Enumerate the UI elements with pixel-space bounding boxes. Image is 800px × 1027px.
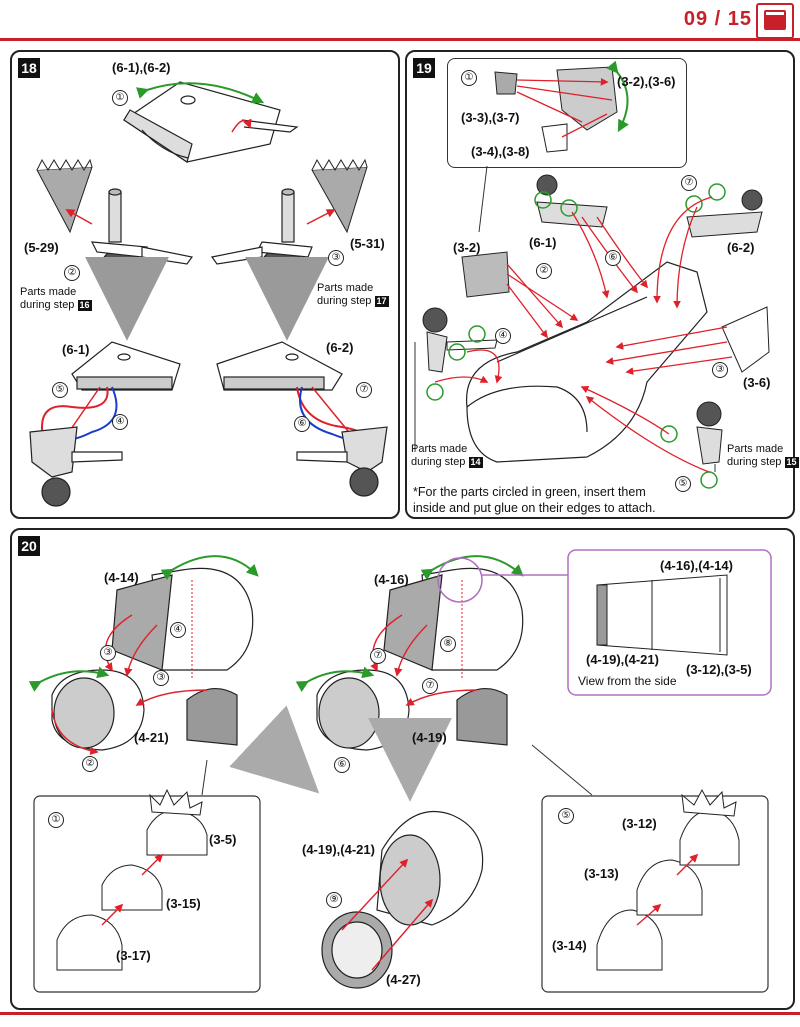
label-6-1-6-2: (6-1),(6-2) xyxy=(112,60,171,75)
nacelle-center-assembly xyxy=(321,811,484,989)
landing-gear-left xyxy=(90,188,194,293)
label-4-14: (4-14) xyxy=(104,570,139,585)
label-4-16: (4-16) xyxy=(374,572,409,587)
substep-6: ⑥ xyxy=(334,757,350,773)
fuselage xyxy=(466,261,708,463)
label-3-14: (3-14) xyxy=(552,938,587,953)
step-number: 20 xyxy=(18,536,40,556)
dome-stack-right xyxy=(596,788,740,971)
label-6-1: (6-1) xyxy=(529,235,557,250)
substep-4: ④ xyxy=(495,328,511,344)
fan-part-left xyxy=(36,158,93,234)
side-label-bottom-left: (4-19),(4-21) xyxy=(586,652,659,667)
side-view-shape xyxy=(596,574,728,656)
box5-number: ⑤ xyxy=(558,808,574,824)
label-3-2-3-6: (3-2),(3-6) xyxy=(617,74,676,89)
footer-rule xyxy=(0,1012,800,1015)
substep-7b: ⑦ xyxy=(422,678,438,694)
side-label-top: (4-16),(4-14) xyxy=(660,558,733,573)
parts-made-left: Parts made during step 14 xyxy=(411,443,483,468)
nacelle-middle xyxy=(316,567,524,751)
label-3-2: (3-2) xyxy=(453,240,481,255)
gear-6-2 xyxy=(686,189,763,238)
step-19-illustration xyxy=(414,60,770,489)
side-label-bottom-right: (3-12),(3-5) xyxy=(686,662,752,677)
parts-made-right: Parts made during step 15 xyxy=(727,443,799,468)
step-19-panel: 19 xyxy=(405,50,799,519)
label-3-13: (3-13) xyxy=(584,866,619,881)
label-3-12: (3-12) xyxy=(622,816,657,831)
substep-3a: ③ xyxy=(100,645,116,661)
parts-made-left: Parts made during step 16 xyxy=(20,286,92,311)
substep-2: ② xyxy=(64,265,80,281)
green-circle-note: *For the parts circled in green, insert … xyxy=(413,485,656,515)
nacelle-left xyxy=(51,567,254,751)
gear-left-lower xyxy=(422,307,498,373)
wing-part-lower-left xyxy=(71,341,181,391)
step-20-illustration xyxy=(28,549,772,993)
substep-2: ② xyxy=(536,263,552,279)
substep-4: ④ xyxy=(170,622,186,638)
label-3-3-3-7: (3-3),(3-7) xyxy=(461,110,520,125)
substep-5: ⑤ xyxy=(675,476,691,492)
page-number: 09 / 15 xyxy=(683,8,752,30)
step-18-panel: 18 xyxy=(10,50,400,519)
substep-3b: ③ xyxy=(153,670,169,686)
gear-right-lower xyxy=(696,401,723,465)
header-rule xyxy=(0,38,800,41)
substep-4: ④ xyxy=(112,414,128,430)
dome-stack-left xyxy=(56,788,208,971)
label-4-19: (4-19) xyxy=(412,730,447,745)
substep-5: ⑤ xyxy=(52,382,68,398)
document-icon xyxy=(756,3,794,39)
box1-number: ① xyxy=(48,812,64,828)
label-3-4-3-8: (3-4),(3-8) xyxy=(471,144,530,159)
substep-1: ① xyxy=(112,90,128,106)
substep-2: ② xyxy=(82,756,98,772)
label-3-17: (3-17) xyxy=(116,948,151,963)
wing-part-lower-right xyxy=(216,341,343,391)
label-3-5: (3-5) xyxy=(209,832,237,847)
substep-1: ① xyxy=(461,70,477,86)
label-5-31: (5-31) xyxy=(350,236,385,251)
label-3-15: (3-15) xyxy=(166,896,201,911)
label-6-2: (6-2) xyxy=(727,240,755,255)
substep-7a: ⑦ xyxy=(370,648,386,664)
label-4-27: (4-27) xyxy=(386,972,421,987)
part-3-6 xyxy=(721,306,770,373)
label-3-6: (3-6) xyxy=(743,375,771,390)
step-number: 19 xyxy=(413,58,435,78)
label-6-2-lower: (6-2) xyxy=(326,340,354,355)
label-5-29: (5-29) xyxy=(24,240,59,255)
landing-gear-lower-right xyxy=(296,426,388,497)
label-6-1-lower: (6-1) xyxy=(62,342,90,357)
substep-3: ③ xyxy=(712,362,728,378)
landing-gear-right xyxy=(210,188,313,293)
label-4-21: (4-21) xyxy=(134,730,169,745)
label-4-19-4-21: (4-19),(4-21) xyxy=(302,842,375,857)
fan-part-right xyxy=(311,158,368,234)
parts-made-right: Parts made during step 17 xyxy=(317,282,389,307)
step-20-panel: 20 xyxy=(10,528,795,1010)
substep-6: ⑥ xyxy=(605,250,621,266)
substep-9: ⑨ xyxy=(326,892,342,908)
substep-7: ⑦ xyxy=(681,175,697,191)
landing-gear-lower-left xyxy=(29,426,123,507)
side-view-caption: View from the side xyxy=(578,674,677,688)
substep-6: ⑥ xyxy=(294,416,310,432)
step-18-illustration xyxy=(29,81,388,507)
wing-part-top xyxy=(122,81,299,163)
step-number: 18 xyxy=(18,58,40,78)
substep-8: ⑧ xyxy=(440,636,456,652)
gear-6-1 xyxy=(536,174,608,228)
substep-3: ③ xyxy=(328,250,344,266)
substep-7: ⑦ xyxy=(356,382,372,398)
part-3-2 xyxy=(461,251,510,298)
